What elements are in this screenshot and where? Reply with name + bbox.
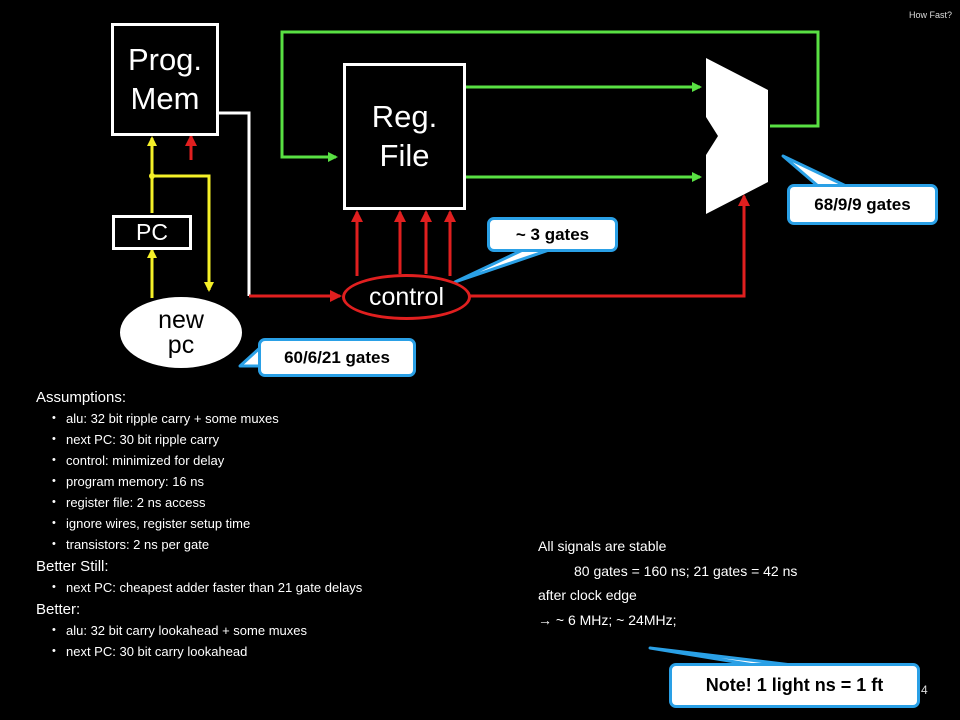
new-pc-block: new pc — [120, 297, 242, 368]
better-still-list: next PC: cheapest adder faster than 21 g… — [36, 577, 506, 598]
control-label: control — [368, 282, 445, 311]
assumptions-list: alu: 32 bit ripple carry + some muxes ne… — [36, 408, 506, 555]
timing-line-1: All signals are stable — [538, 538, 667, 554]
alu-gates-callout: 68/9/9 gates — [787, 184, 938, 225]
alu-shape — [706, 58, 768, 214]
new-pc-label-2: pc — [167, 330, 195, 359]
pc-register-block: PC — [112, 215, 192, 250]
control-callout-tail — [453, 246, 557, 284]
better-list: alu: 32 bit carry lookahead + some muxes… — [36, 620, 506, 662]
timing-summary: All signals are stable 80 gates = 160 ns… — [538, 534, 797, 632]
program-memory-label-2: Mem — [130, 80, 200, 116]
control-gates-text: ~ 3 gates — [515, 224, 590, 244]
program-memory-block: Prog. Mem — [111, 23, 219, 136]
page-number: 4 — [921, 683, 928, 697]
better-still-item: next PC: cheapest adder faster than 21 g… — [52, 577, 506, 598]
assumption-item: transistors: 2 ns per gate — [52, 534, 506, 555]
alu-gates-text: 68/9/9 gates — [814, 194, 911, 214]
timing-frequency: ~ 6 MHz; ~ 24MHz; — [555, 611, 677, 628]
slide-title: How Fast? — [908, 10, 952, 20]
alu-label: ALU — [713, 92, 765, 122]
register-file-label-1: Reg. — [371, 98, 438, 134]
control-to-alu-wire — [470, 194, 750, 298]
assumption-item: control: minimized for delay — [52, 450, 506, 471]
better-item: alu: 32 bit carry lookahead + some muxes — [52, 620, 506, 641]
assumption-item: alu: 32 bit ripple carry + some muxes — [52, 408, 506, 429]
light-speed-text: Note! 1 light ns = 1 ft — [705, 675, 884, 695]
assumptions-panel: Assumptions: alu: 32 bit ripple carry + … — [36, 386, 506, 662]
better-heading: Better: — [36, 601, 81, 618]
arrow-icon: → — [538, 611, 552, 628]
timing-line-2: 80 gates = 160 ns; 21 gates = 42 ns — [574, 562, 798, 579]
timing-line-3: after clock edge — [538, 587, 637, 603]
light-speed-callout: Note! 1 light ns = 1 ft — [669, 663, 920, 708]
register-file-label-2: File — [379, 137, 430, 173]
better-still-heading: Better Still: — [36, 558, 109, 575]
program-memory-label-1: Prog. — [127, 41, 203, 77]
assumption-item: register file: 2 ns access — [52, 492, 506, 513]
register-file-block: Reg. File — [343, 63, 466, 210]
progmem-out-wire — [219, 111, 251, 296]
control-block: control — [342, 274, 471, 320]
assumptions-heading: Assumptions: — [36, 389, 127, 406]
newpc-gates-text: 60/6/21 gates — [284, 347, 390, 367]
pc-register-label: PC — [136, 219, 168, 246]
assumption-item: next PC: 30 bit ripple carry — [52, 429, 506, 450]
control-gates-callout: ~ 3 gates — [487, 217, 618, 252]
better-item: next PC: 30 bit carry lookahead — [52, 641, 506, 662]
timing-line-4: → ~ 6 MHz; ~ 24MHz; — [538, 608, 797, 633]
assumption-item: ignore wires, register setup time — [52, 513, 506, 534]
alu-callout-tail — [781, 154, 848, 188]
new-pc-label-1: new — [158, 305, 204, 334]
alu-feedback-wire — [280, 30, 820, 162]
assumption-item: program memory: 16 ns — [52, 471, 506, 492]
newpc-gates-callout: 60/6/21 gates — [258, 338, 416, 377]
pc-to-newpc-wire — [152, 174, 214, 292]
